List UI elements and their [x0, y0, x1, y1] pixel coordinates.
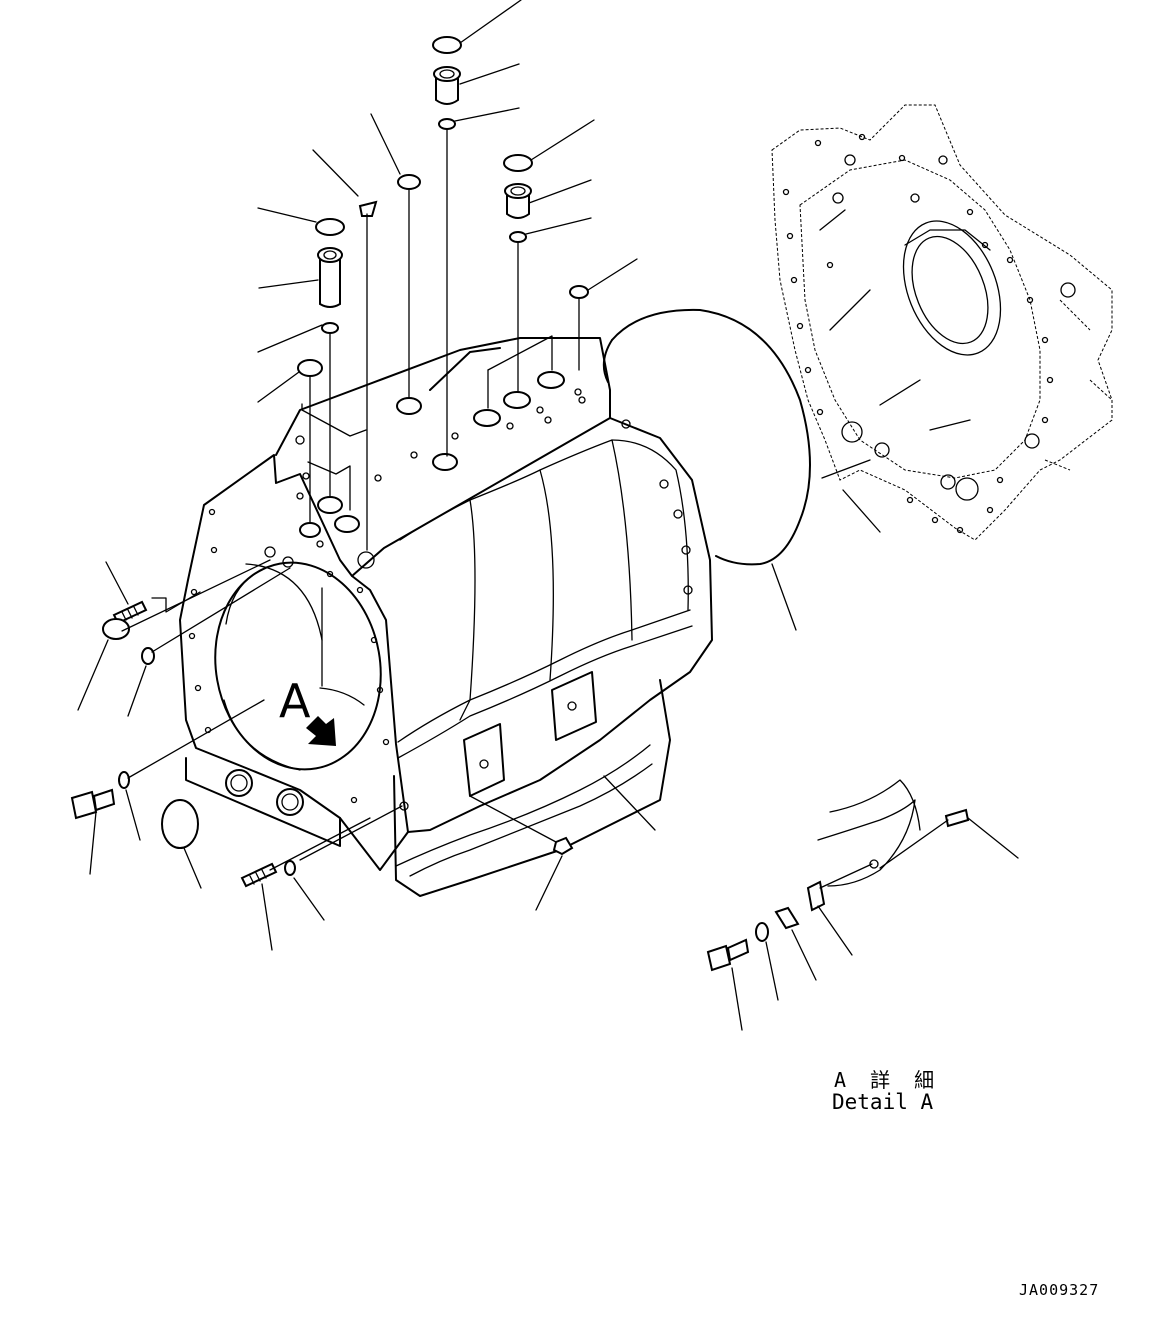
bolt-head-left	[70, 790, 98, 820]
o-ring-2	[509, 231, 527, 243]
plug-seal-4	[315, 218, 345, 236]
top-exploded-parts	[297, 36, 589, 377]
bolt-head-detail	[706, 944, 732, 972]
o-ring-left	[141, 647, 155, 665]
view-a-letter: A	[279, 674, 311, 728]
plug-1	[435, 75, 459, 105]
o-ring-4	[321, 322, 339, 334]
cover-disc	[161, 799, 199, 849]
plug-seal-1	[432, 36, 462, 54]
left-fasteners	[70, 600, 574, 888]
detail-a-parts	[706, 779, 970, 972]
dowel-pin	[944, 808, 970, 828]
lock-plate-1	[774, 906, 800, 930]
view-a-arrow	[306, 716, 336, 746]
drawing-number: JA009327	[1019, 1281, 1100, 1299]
front-flange-bolt-holes	[188, 419, 693, 811]
mating-housing-bolt-holes	[782, 133, 1054, 534]
o-ring-1	[438, 118, 456, 130]
o-ring-lower	[284, 860, 296, 876]
plug-large-left	[102, 618, 130, 640]
plug-2	[506, 192, 530, 219]
gasket	[602, 308, 811, 566]
drain-plug	[552, 836, 574, 856]
detail-a-title-jp: A 詳 細	[834, 1068, 941, 1092]
leader-lines	[77, 0, 1019, 1031]
mating-housing-ghost	[771, 104, 1113, 541]
plug-seal-5	[297, 359, 323, 377]
sleeve	[319, 255, 341, 308]
detail-a-title-en: Detail A	[832, 1090, 934, 1114]
plug-seal-3	[397, 174, 421, 190]
o-ring-3	[569, 285, 589, 299]
washer-detail	[755, 922, 769, 942]
lock-plate-2	[806, 880, 826, 912]
top-ports	[295, 371, 586, 548]
breather	[358, 200, 378, 217]
transmission-case	[179, 337, 713, 897]
stud-lower	[240, 862, 278, 888]
washer-left	[118, 771, 130, 789]
plug-seal-2	[503, 154, 533, 172]
